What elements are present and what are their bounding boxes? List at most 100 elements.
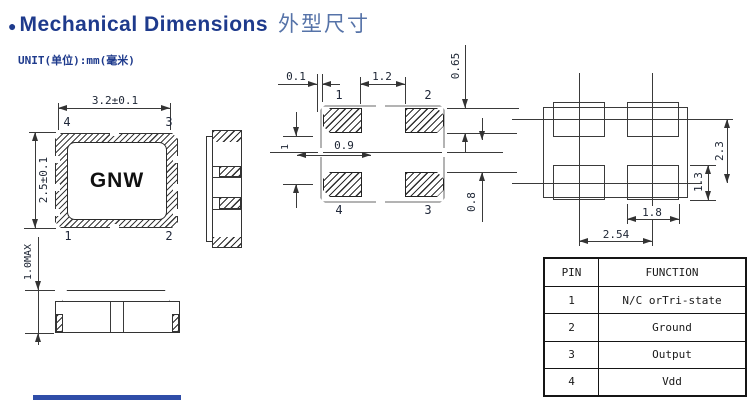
table-header-function: FUNCTION [645,266,699,280]
arrowhead [293,184,299,193]
ext-line [360,77,361,104]
arrowhead [670,216,679,222]
arrowhead [58,105,67,111]
arrowhead [308,81,317,87]
ext-line [447,172,517,173]
arrowhead [32,132,38,141]
bullet-icon: ● [8,18,17,34]
dim-line [465,45,466,108]
package-front [55,301,180,333]
arrowhead [479,131,485,140]
outline-notch [376,103,385,108]
arrowhead [627,216,636,222]
terminal-line [212,209,242,210]
dim-line [579,241,652,242]
arrowhead [293,127,299,136]
castellation-notch [52,156,60,163]
pad-2 [405,108,444,133]
arrowhead [462,99,468,108]
dim-line [627,219,679,220]
castellation-notch [173,209,181,216]
dim-label-land-pad-width: 1.8 [632,206,672,219]
ext-line [25,333,54,334]
ext-line [283,136,313,137]
pad-label-4: 4 [335,203,343,217]
ext-line [25,290,55,291]
dim-label-height: 2.5±0.1 [37,156,50,204]
dim-line [296,184,297,208]
dim-line [322,84,340,85]
dim-line [297,155,371,156]
dim-label-pad-height: 0.65 [449,52,462,80]
pin-label-1: 1 [64,229,72,243]
ext-line [58,103,59,130]
package-side [212,130,242,248]
unit-note: UNIT(单位):mm(毫米) [18,54,135,67]
arrowhead [705,165,711,174]
arrowhead [161,105,170,111]
arrowhead [297,152,306,158]
construction-line [579,73,580,246]
arrowhead [462,133,468,142]
arrowhead [396,81,405,87]
outline-notch [442,148,447,157]
dim-label-side: 1 [280,143,291,151]
seam-line [123,302,124,332]
package-outline [543,107,688,198]
pin-label-2: 2 [165,229,173,243]
seam-line [110,302,111,332]
dim-label-max-height: 1.0MAX [23,243,34,281]
outline-notch [318,148,323,157]
table-header-pin: PIN [545,259,599,287]
arrowhead [705,191,711,200]
pad-1 [323,108,362,133]
arrowhead [643,238,652,244]
ext-line [447,108,519,109]
front-terminal [172,314,179,332]
terminal-line [212,177,242,178]
dim-line [38,290,39,345]
castellation-notch [52,184,60,191]
outline-notch [376,200,385,205]
dim-line [482,118,483,140]
arrowhead [35,281,41,290]
pad-label-3: 3 [424,203,432,217]
dim-line [482,172,483,222]
dim-line [278,84,317,85]
castellation-notch [52,209,60,216]
arrowhead [579,238,588,244]
construction-line [652,73,653,246]
dim-line [38,237,39,290]
table-cell-pin: 1 [545,286,599,314]
front-terminal [56,314,63,332]
arrowhead [479,172,485,181]
arrowhead [360,81,369,87]
arrowhead [322,81,331,87]
pad-label-1: 1 [335,88,343,102]
ext-line [405,77,406,104]
pad-label-2: 2 [424,88,432,102]
ext-line [627,204,628,224]
end-cap-hatch [213,237,241,247]
side-terminal [219,197,241,209]
dim-line [35,132,36,228]
arrowhead [35,333,41,342]
ext-line [29,132,56,133]
arrowhead [724,174,730,183]
table-cell-pin: 2 [545,313,599,341]
arrowhead [362,152,371,158]
pin-function-table: PIN FUNCTION 1 N/C orTri-state 2 Ground … [543,257,747,397]
dim-line [727,119,728,183]
pad-4 [323,172,362,197]
land-pad [627,165,679,200]
pad-3 [405,172,444,197]
construction-line [512,183,702,184]
part-marking: GNW [89,169,145,192]
centerline [270,152,503,153]
section-title: Mechanical Dimensions [19,13,269,36]
arrowhead [32,219,38,228]
castellation-notch [110,224,119,230]
table-cell-function: Vdd [599,367,745,395]
castellation-notch [110,130,119,136]
